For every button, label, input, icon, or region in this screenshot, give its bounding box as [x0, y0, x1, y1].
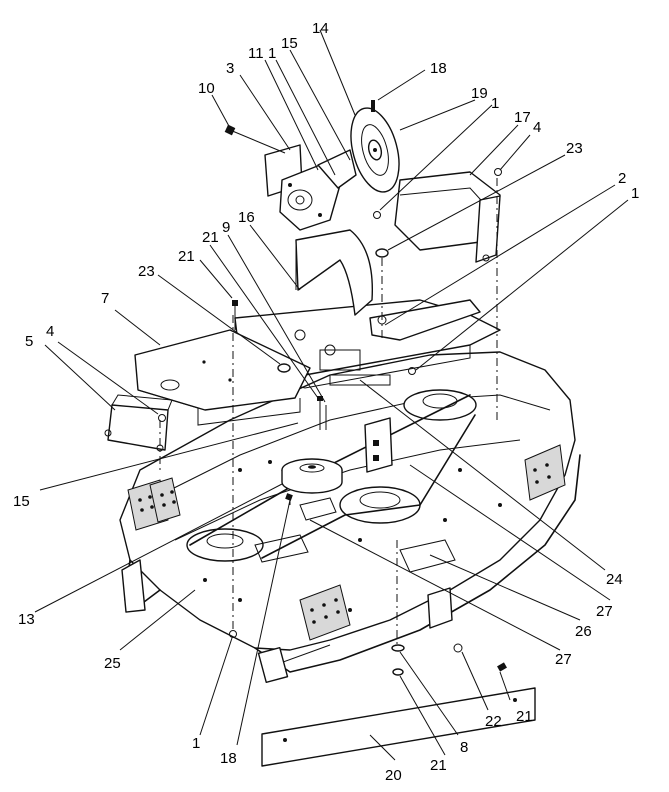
fasteners: [158, 100, 507, 676]
gearbox: [264, 144, 357, 231]
callout-17: 17: [514, 109, 531, 126]
callout-18: 18: [430, 60, 447, 77]
callout-2: 2: [618, 170, 626, 187]
callout-1: 1: [268, 45, 276, 62]
left-belt-cover: [134, 329, 311, 426]
callout-24: 24: [606, 571, 623, 588]
callout-1: 1: [631, 185, 639, 202]
callout-7: 7: [101, 290, 109, 307]
callout-16: 16: [238, 209, 255, 226]
callout-11: 11: [248, 45, 264, 62]
callout-23: 23: [566, 140, 583, 157]
leader-lines: [34, 29, 629, 761]
mower-deck-housing: [119, 351, 581, 684]
callout-21: 21: [430, 757, 447, 774]
callout-13: 13: [18, 611, 35, 628]
belt-guard-shield: [295, 229, 374, 316]
callout-21: 21: [202, 229, 219, 246]
callout-18: 18: [220, 750, 237, 767]
callout-14: 14: [312, 20, 329, 37]
idler-pulley: [281, 458, 343, 494]
callout-19: 19: [471, 85, 488, 102]
callout-3: 3: [226, 60, 234, 77]
callout-4: 4: [533, 119, 541, 136]
callout-8: 8: [460, 739, 468, 756]
scraper-bar: [261, 687, 536, 767]
callout-5: 5: [25, 333, 33, 350]
callout-26: 26: [575, 623, 592, 640]
callout-23: 23: [138, 263, 155, 280]
callout-21: 21: [178, 248, 195, 265]
left-bracket: [104, 394, 173, 452]
callout-21: 21: [516, 708, 533, 725]
callout-25: 25: [104, 655, 121, 672]
callout-9: 9: [222, 219, 230, 236]
callout-labels: 14 11 1 15 3 18 10 19 1 17 4 23 2 1 16 2…: [13, 20, 639, 784]
callout-27: 27: [555, 651, 572, 668]
callout-4: 4: [46, 323, 54, 340]
callout-20: 20: [385, 767, 402, 784]
callout-1: 1: [192, 735, 200, 752]
drive-pulley: [350, 107, 400, 193]
callout-27: 27: [596, 603, 613, 620]
callout-15: 15: [281, 35, 298, 52]
right-bracket: [394, 171, 501, 263]
callout-10: 10: [198, 80, 215, 97]
callout-1: 1: [491, 95, 499, 112]
callout-15: 15: [13, 493, 30, 510]
callout-22: 22: [485, 713, 502, 730]
